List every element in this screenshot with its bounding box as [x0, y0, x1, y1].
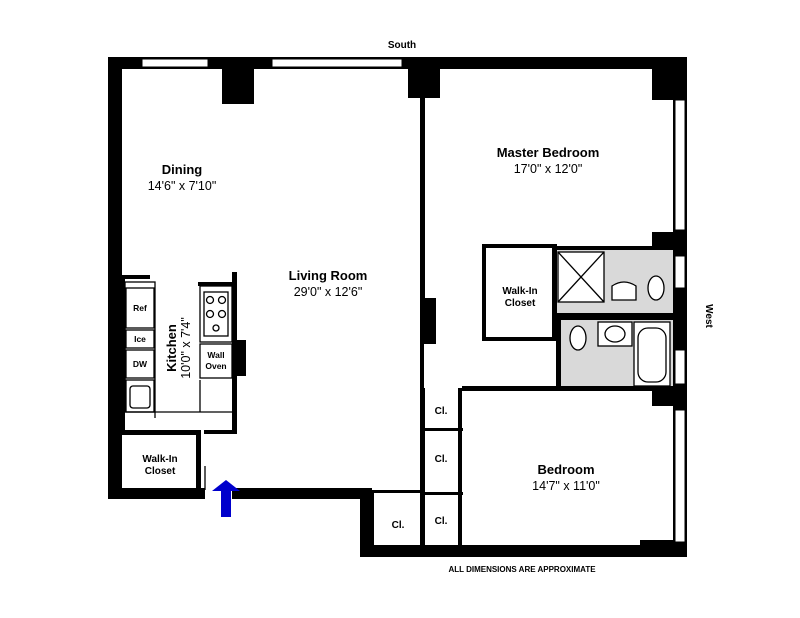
living-dims: 29'0" x 12'6" — [294, 285, 363, 299]
master-dims: 17'0" x 12'0" — [514, 162, 583, 176]
label-ref: Ref — [133, 303, 147, 313]
walkin-master-line2: Closet — [505, 298, 536, 309]
master-name: Master Bedroom — [497, 145, 600, 160]
compass-south: South — [388, 40, 416, 51]
closet-label-3: Cl. — [435, 516, 448, 527]
closet-label-2: Cl. — [435, 454, 448, 465]
footnote: All dimensions are approximate — [448, 565, 596, 574]
windows — [141, 58, 686, 543]
walkin-entry-line2: Closet — [145, 466, 176, 477]
label-ice: Ice — [134, 334, 146, 344]
columns — [222, 60, 674, 556]
label-wall-oven-2: Oven — [205, 361, 226, 371]
interior-walls — [120, 68, 676, 548]
dining-name: Dining — [162, 162, 202, 177]
bedroom-name: Bedroom — [537, 462, 594, 477]
label-dw: DW — [133, 359, 148, 369]
walkin-master-line1: Walk-In — [502, 286, 537, 297]
kitchen-dims: 10'0" x 7'4" — [179, 317, 193, 379]
compass-west: West — [703, 304, 714, 328]
dining-dims: 14'6" x 7'10" — [148, 179, 217, 193]
living-name: Living Room — [289, 268, 368, 283]
kitchen-fixtures — [124, 281, 233, 418]
entry-arrow-icon — [212, 480, 240, 517]
bedroom-dims: 14'7" x 11'0" — [532, 479, 600, 493]
bath-fixtures — [557, 251, 671, 387]
closet-label-4: Cl. — [392, 520, 405, 531]
label-wall-oven-1: Wall — [207, 350, 224, 360]
walkin-entry-line1: Walk-In — [142, 454, 177, 465]
closet-label-1: Cl. — [435, 406, 448, 417]
kitchen-name: Kitchen — [164, 324, 179, 372]
